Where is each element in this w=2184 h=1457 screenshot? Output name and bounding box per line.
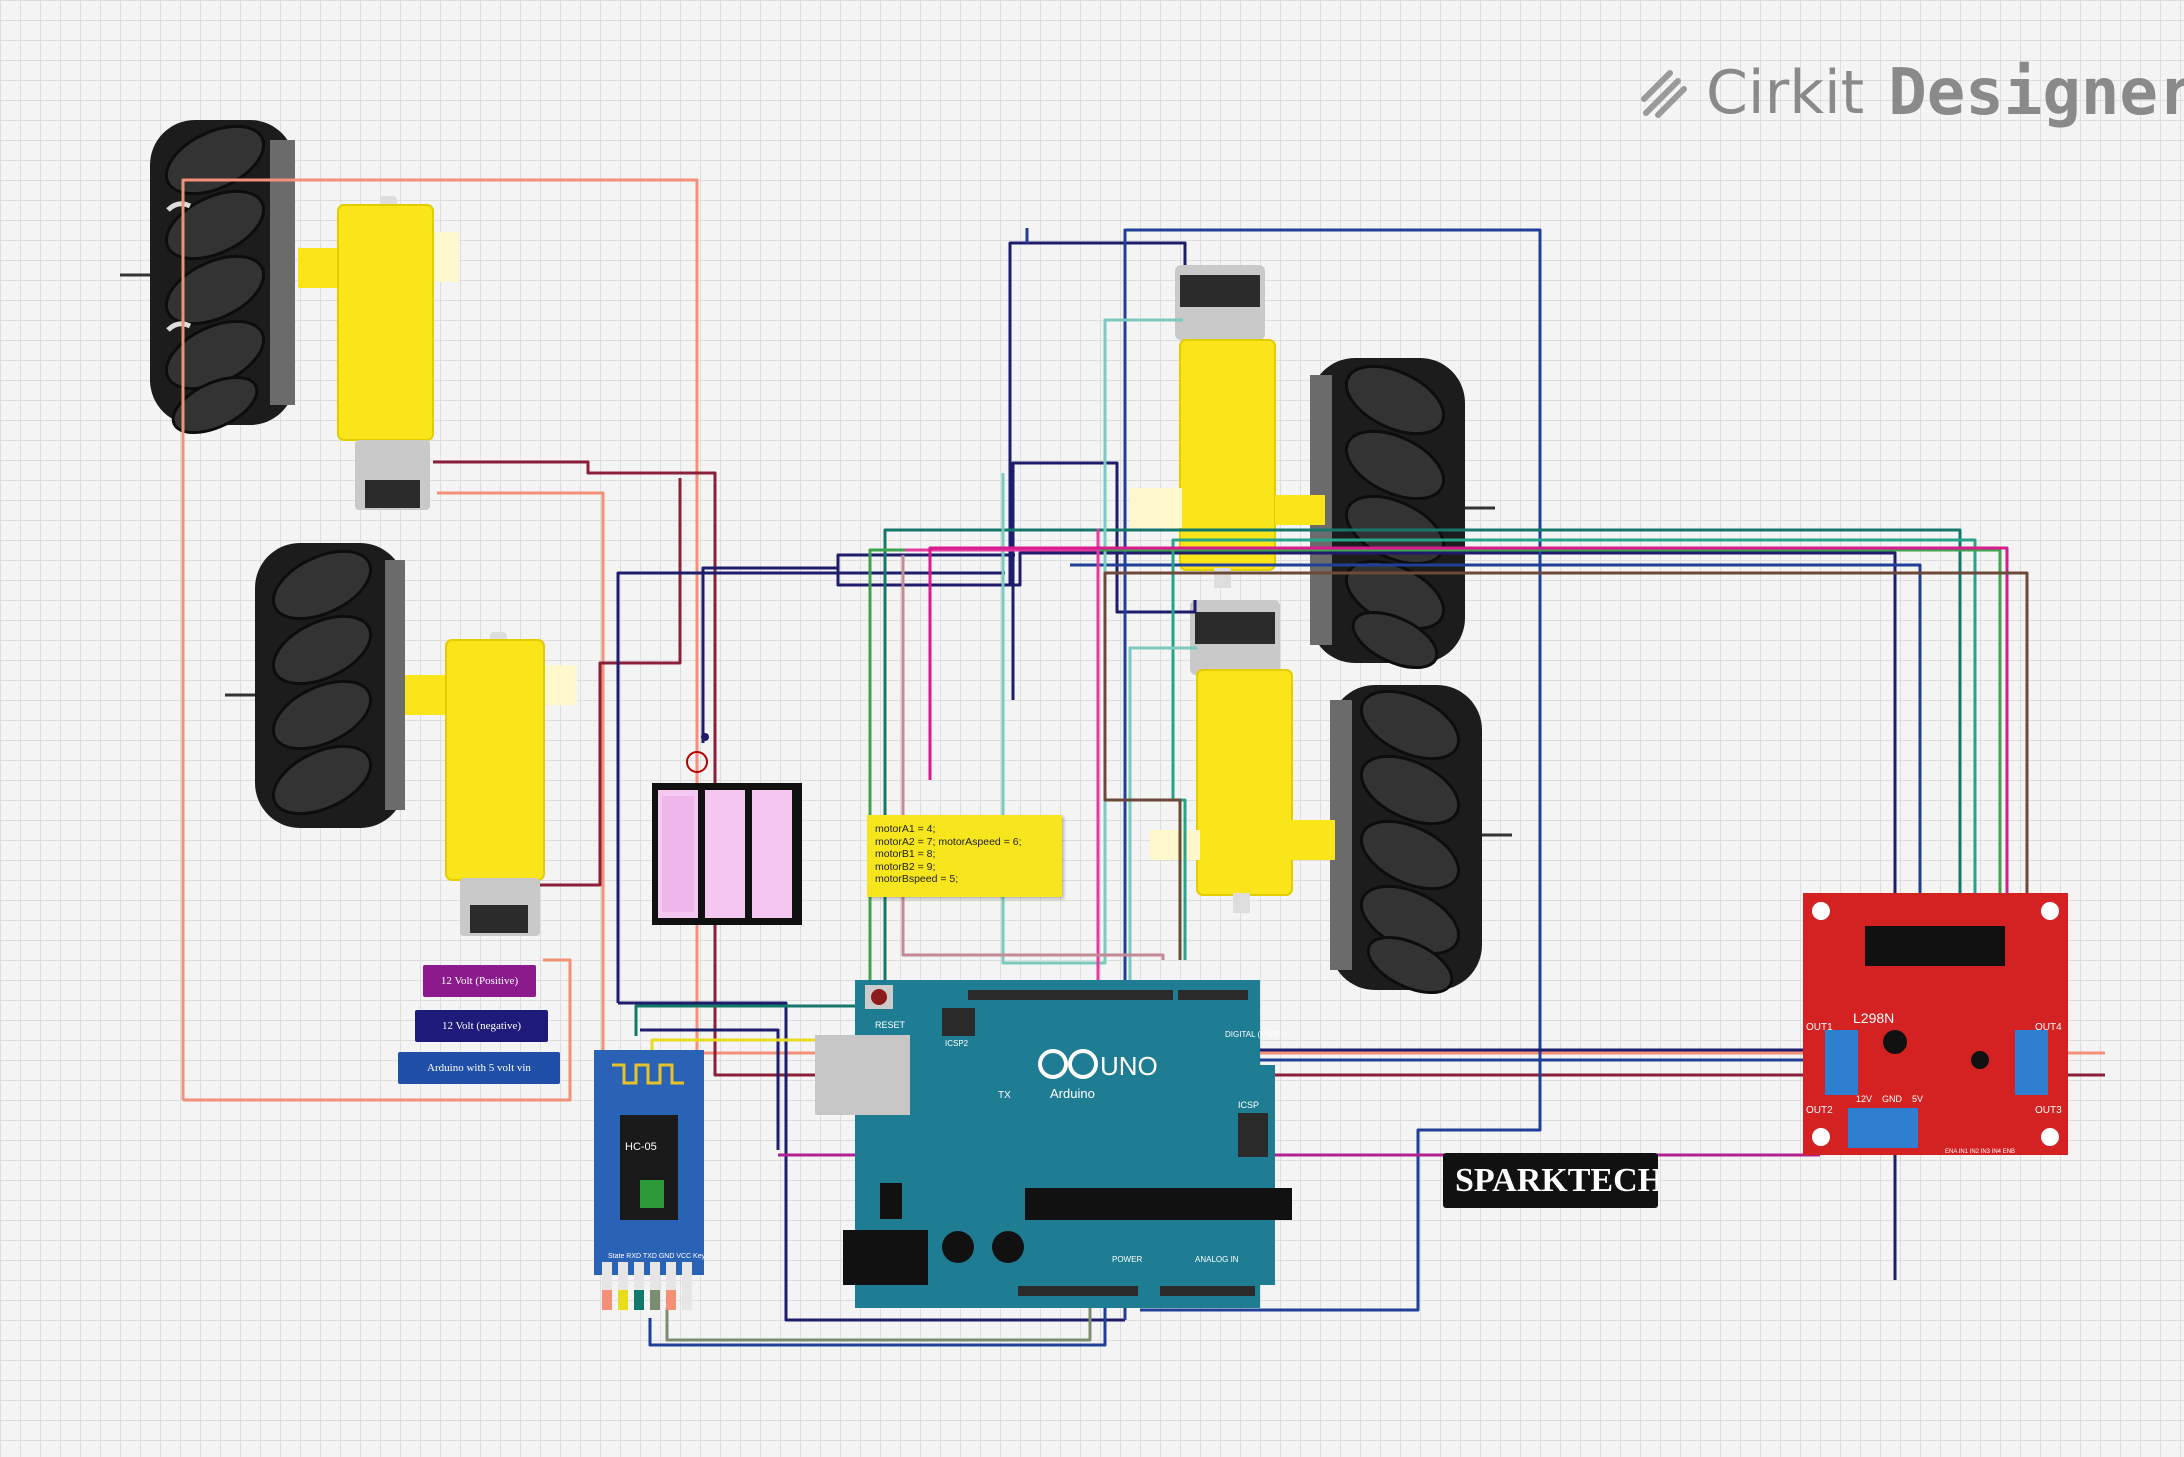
driver-12v-label: 12V [1856, 1094, 1872, 1104]
dc-motor-top-right[interactable] [1130, 265, 1325, 588]
mecanum-wheel-bottom-right[interactable] [1330, 678, 1512, 1004]
arduino-digital-label: DIGITAL (PWM~) [1225, 1030, 1287, 1039]
label-12v-positive[interactable]: 12 Volt (Positive) [423, 965, 536, 997]
label-12v-negative[interactable]: 12 Volt (negative) [415, 1010, 548, 1042]
battery-pack[interactable] [652, 733, 802, 925]
driver-out1-label: OUT1 [1806, 1022, 1833, 1033]
arduino-icsp-label: ICSP [1238, 1100, 1259, 1110]
cirkit-logo-icon [1641, 70, 1687, 118]
mecanum-wheel-top-left[interactable] [120, 113, 295, 444]
dc-motor-bottom-right[interactable] [1150, 600, 1335, 913]
brand-product: Designer [1888, 56, 2184, 130]
arduino-tx-label: TX [998, 1090, 1011, 1101]
l298n-motor-driver[interactable]: L298N OUT1 OUT2 OUT3 OUT4 12V GND 5V ENA… [1803, 893, 2068, 1155]
sparktech-badge: SPARKTECH [1443, 1153, 1658, 1208]
arduino-brand-label: Arduino [1050, 1086, 1095, 1101]
hc05-bluetooth-module[interactable]: State RXD TXD GND VCC Key HC-05 [594, 1050, 706, 1310]
arduino-power-label: POWER [1112, 1255, 1142, 1264]
arduino-reset-label: RESET [875, 1020, 906, 1030]
bt-model-label: HC-05 [625, 1141, 657, 1153]
cirkit-designer-logo: Cirkit Designer [1640, 48, 2184, 138]
arduino-analog-label: ANALOG IN [1195, 1255, 1239, 1264]
label-arduino-vin[interactable]: Arduino with 5 volt vin [398, 1052, 560, 1084]
arduino-uno-logo: UNO [1100, 1051, 1158, 1081]
arduino-uno-board[interactable]: RESET ICSP2 DIGITAL (PWM~) UNO Arduino T… [815, 980, 1292, 1308]
brand-name: Cirkit [1706, 58, 1865, 128]
driver-out3-label: OUT3 [2035, 1105, 2062, 1116]
driver-enable-pins-label: ENA IN1 IN2 IN3 IN4 ENB [1945, 1149, 2015, 1155]
driver-gnd-label: GND [1882, 1094, 1903, 1104]
code-note[interactable]: motorA1 = 4; motorA2 = 7; motorAspeed = … [867, 815, 1062, 897]
dc-motor-top-left[interactable] [298, 196, 459, 510]
driver-out2-label: OUT2 [1806, 1105, 1833, 1116]
arduino-icsp2-label: ICSP2 [945, 1039, 969, 1048]
driver-chip-label: L298N [1853, 1010, 1894, 1026]
driver-out4-label: OUT4 [2035, 1022, 2062, 1033]
driver-5v-label: 5V [1912, 1094, 1923, 1104]
bt-pins-label: State RXD TXD GND VCC Key [608, 1253, 706, 1260]
mecanum-wheel-mid-left[interactable] [225, 538, 405, 828]
dc-motor-mid-left[interactable] [405, 632, 577, 936]
mecanum-wheel-top-right[interactable] [1310, 353, 1495, 679]
